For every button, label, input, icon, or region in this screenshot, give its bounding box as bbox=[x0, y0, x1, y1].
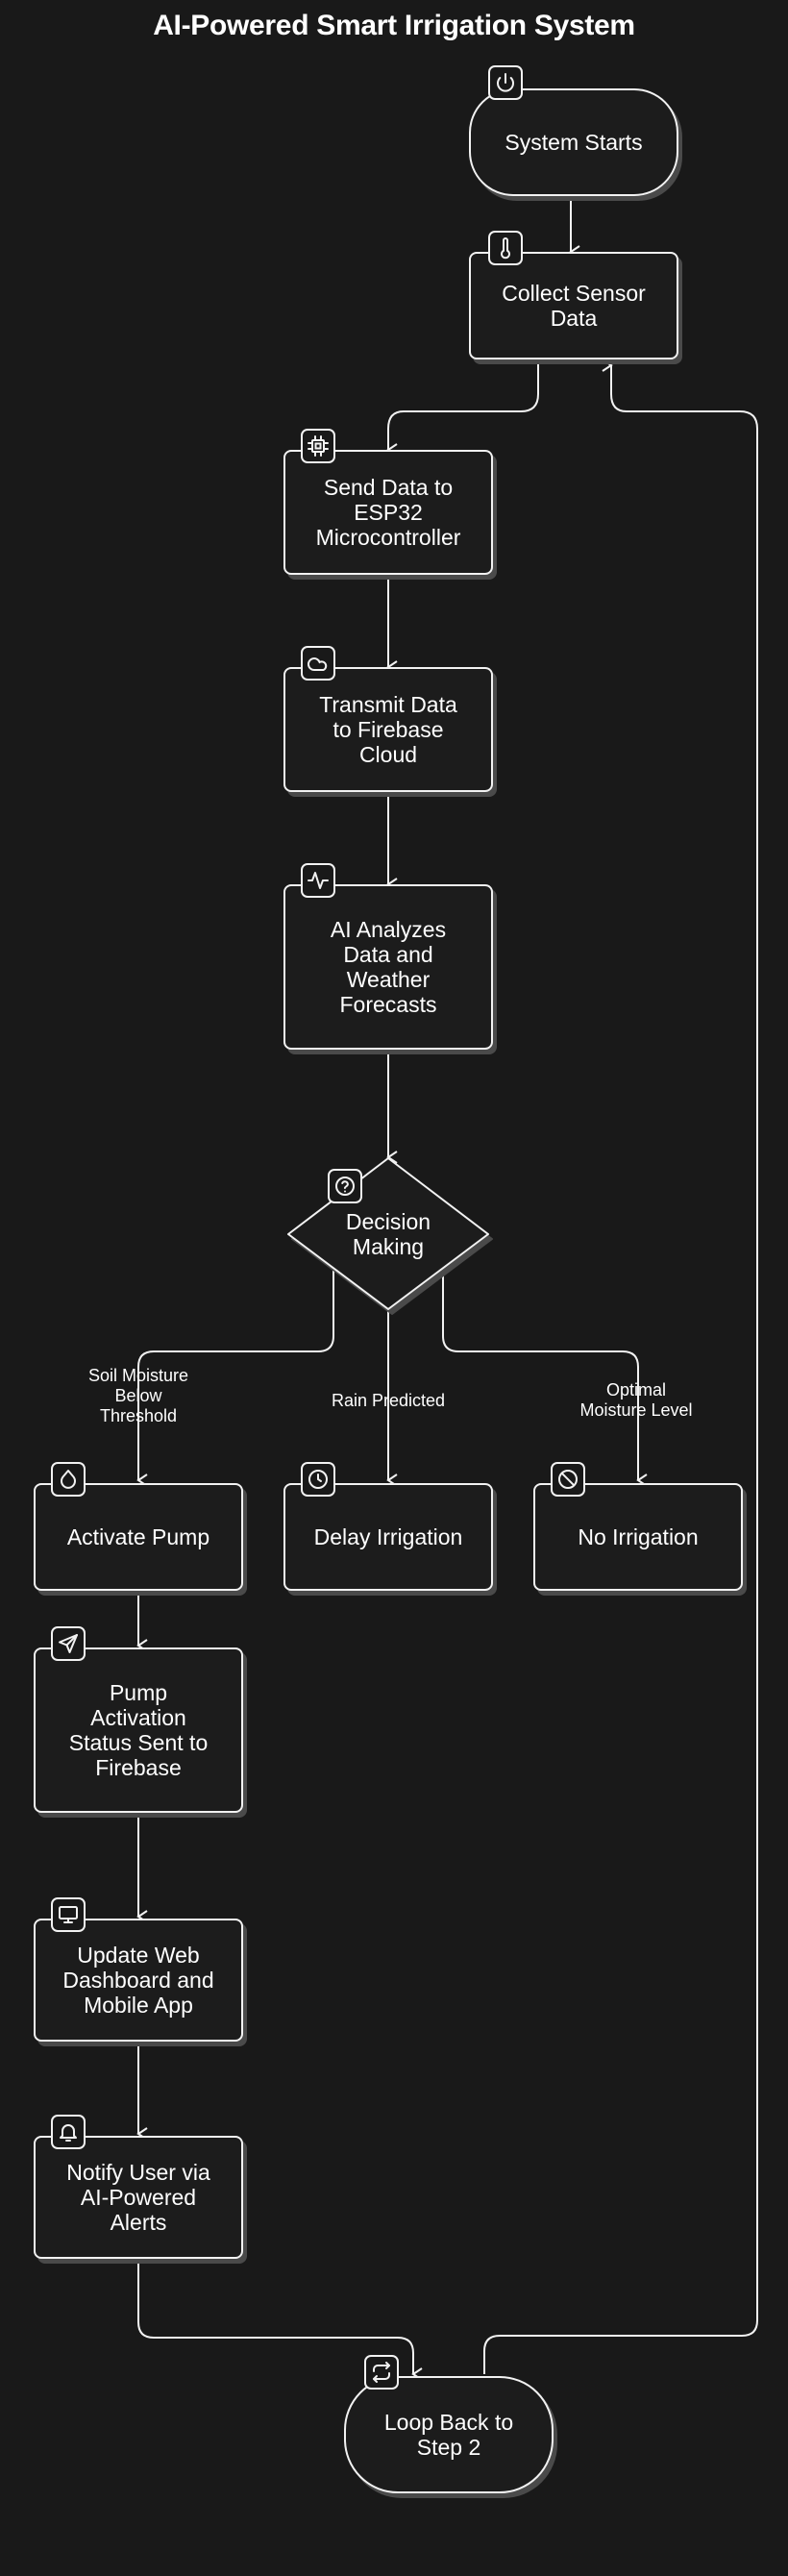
node-update-dashboard: Update Web Dashboard and Mobile App bbox=[34, 1919, 243, 2042]
edge-loop-collect bbox=[483, 359, 758, 2374]
ban-icon bbox=[551, 1462, 585, 1497]
edge-label-soil-moisture: Soil Moisture Below Threshold bbox=[87, 1366, 189, 1425]
droplet-icon bbox=[51, 1462, 86, 1497]
edge-label-optimal-moisture: Optimal Moisture Level bbox=[579, 1380, 693, 1420]
node-transmit-firebase: Transmit Data to Firebase Cloud bbox=[283, 667, 493, 792]
edge-notify-loop bbox=[137, 2259, 423, 2381]
clock-icon bbox=[301, 1462, 335, 1497]
bell-icon bbox=[51, 2115, 86, 2149]
node-loop-back: Loop Back to Step 2 bbox=[344, 2376, 554, 2493]
node-notify-user: Notify User via AI-Powered Alerts bbox=[34, 2136, 243, 2259]
send-icon bbox=[51, 1626, 86, 1661]
edge-collect-send bbox=[386, 359, 539, 457]
node-collect-sensor-data: Collect Sensor Data bbox=[469, 252, 678, 359]
power-icon bbox=[488, 65, 523, 100]
cloud-icon bbox=[301, 646, 335, 681]
monitor-icon bbox=[51, 1897, 86, 1932]
node-ai-analyzes: AI Analyzes Data and Weather Forecasts bbox=[283, 884, 493, 1050]
node-send-data-esp32: Send Data to ESP32 Microcontroller bbox=[283, 450, 493, 575]
decision-diamond bbox=[287, 1157, 489, 1310]
node-activate-pump: Activate Pump bbox=[34, 1483, 243, 1591]
cpu-icon bbox=[301, 429, 335, 463]
repeat-icon bbox=[364, 2355, 399, 2390]
edge-decision-none bbox=[442, 1271, 648, 1487]
thermometer-icon bbox=[488, 231, 523, 265]
page-title: AI-Powered Smart Irrigation System bbox=[153, 10, 635, 41]
help-circle-icon bbox=[328, 1169, 362, 1203]
edge-decision-activate bbox=[136, 1271, 334, 1487]
edge-label-rain-predicted: Rain Predicted bbox=[331, 1391, 446, 1410]
activity-icon bbox=[301, 863, 335, 898]
node-pump-status-firebase: Pump Activation Status Sent to Firebase bbox=[34, 1647, 243, 1813]
node-system-starts: System Starts bbox=[469, 88, 678, 196]
node-decision-making: Decision Making bbox=[345, 1209, 431, 1259]
node-delay-irrigation: Delay Irrigation bbox=[283, 1483, 493, 1591]
node-no-irrigation: No Irrigation bbox=[533, 1483, 743, 1591]
